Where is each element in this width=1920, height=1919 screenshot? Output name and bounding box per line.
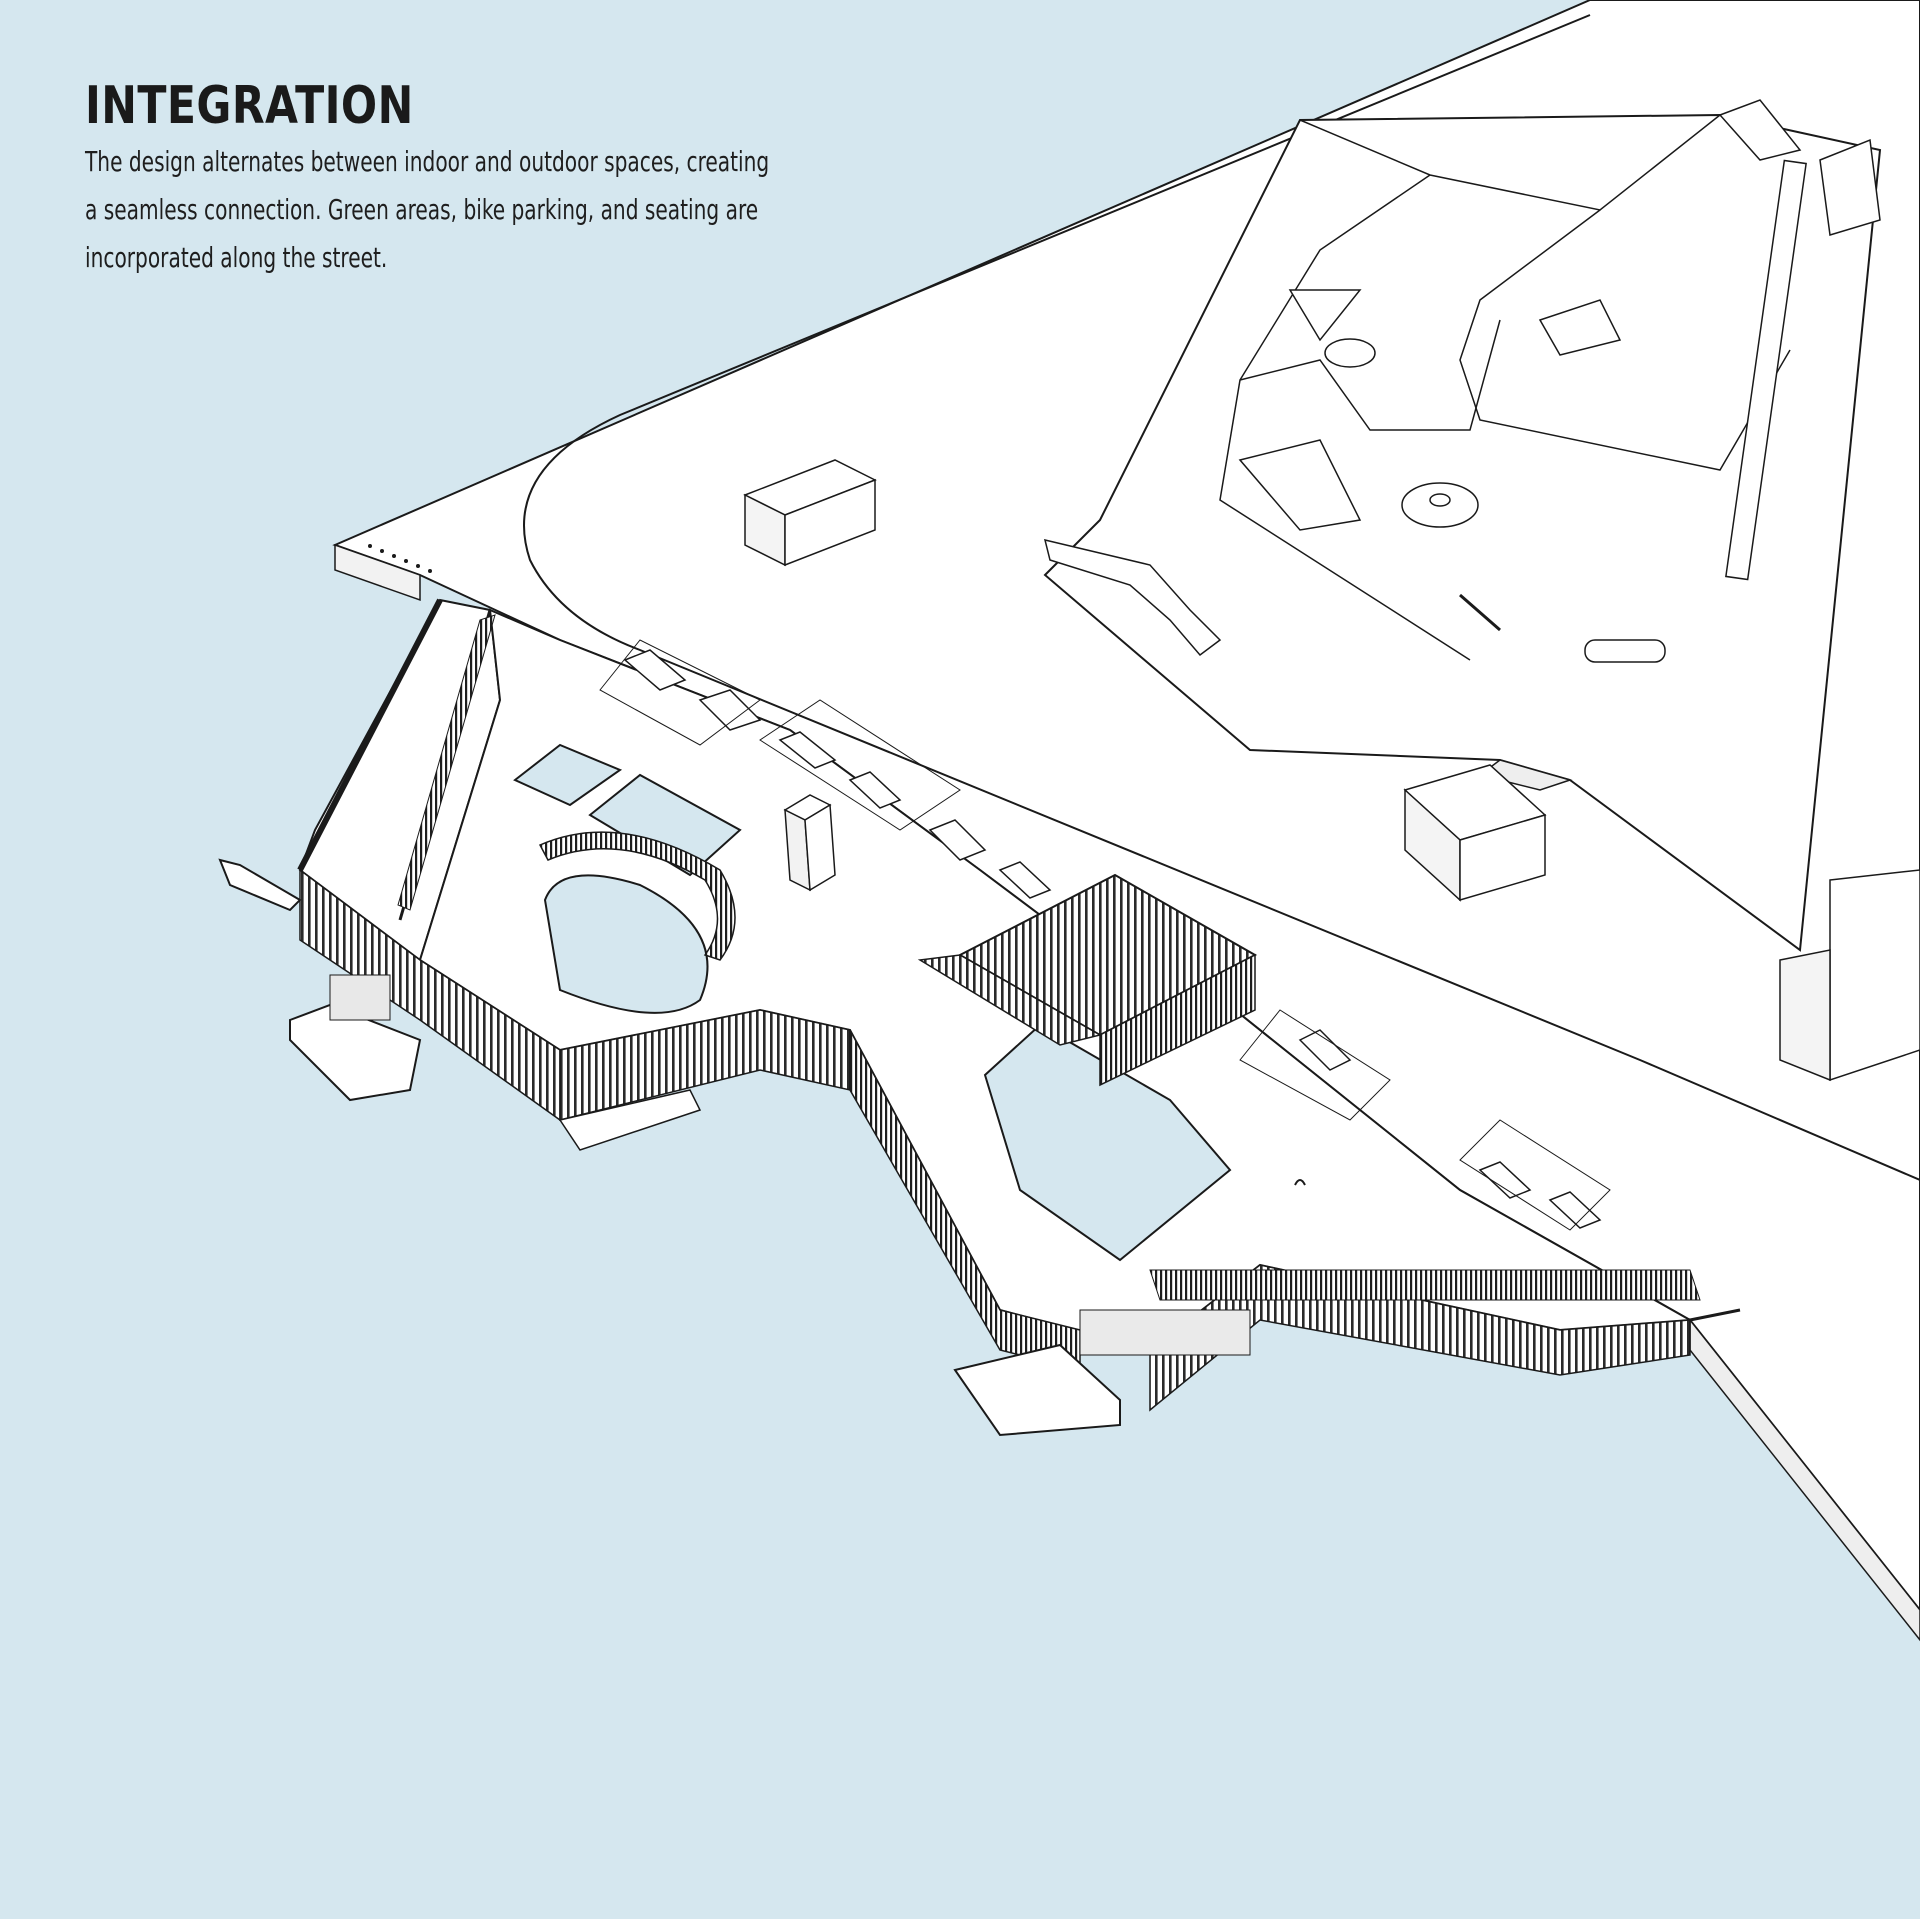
street-furniture <box>623 649 1602 1229</box>
kiosk-box-right <box>1403 764 1547 902</box>
skatepark <box>1043 99 1882 952</box>
pools <box>513 743 1306 1262</box>
page-title: INTEGRATION <box>85 76 414 136</box>
text-block: INTEGRATION The design alternates betwee… <box>85 78 785 282</box>
building-right-edge <box>1779 869 1920 1082</box>
kiosk-box-left <box>743 459 877 567</box>
description-text: The design alternates between indoor and… <box>85 145 770 274</box>
bollard-dots <box>368 544 432 573</box>
stair-tower <box>783 794 836 892</box>
green-area-outlines <box>599 639 1611 1231</box>
pergola <box>917 873 1258 1087</box>
street-curb <box>523 14 1920 1181</box>
